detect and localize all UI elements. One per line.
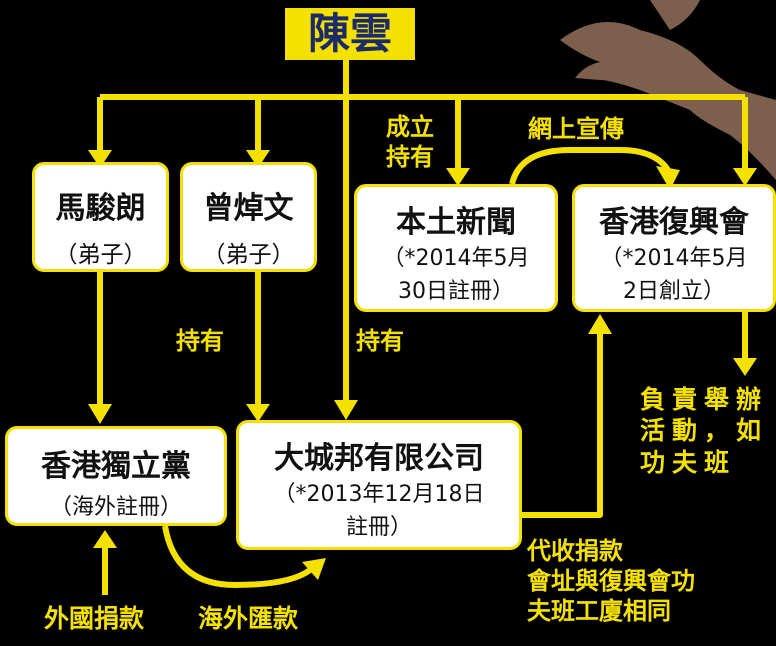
node-title: 大城邦有限公司 [274, 441, 484, 476]
node-hk-revival-association: 香港復興會 （*2014年5月 2日創立） [572, 184, 776, 312]
node-title: 曾焯文 [203, 191, 294, 226]
node-subtitle: （海外註冊） [49, 495, 182, 520]
node-city-state-company: 大城邦有限公司 （*2013年12月18日 註冊） [236, 420, 522, 550]
arrowhead-rev [733, 168, 757, 186]
node-title: 香港復興會 [599, 205, 749, 240]
label-line: 功夫班 [640, 447, 737, 477]
label-line: 夫班工廈相同 [527, 597, 671, 625]
arrowhead-city-left [246, 404, 270, 422]
node-title: 馬駿朗 [55, 191, 146, 226]
label-responsible-activities: 負責舉辦 活動，如 功夫班 [640, 384, 768, 478]
label-line: 成立 [386, 113, 434, 141]
label-collect-donations: 代收捐款 會址與復興會功 夫班工廈相同 [527, 536, 695, 626]
label-line: 會址與復興會功 [527, 567, 695, 595]
node-zeng-zhuo-wen: 曾焯文 （弟子） [180, 162, 317, 272]
arrowhead-hkip [88, 404, 112, 424]
root-node-label: 陳雲 [285, 8, 415, 60]
label-line: 代收捐款 [527, 537, 623, 565]
node-subtitle-line1: （*2014年5月 [382, 246, 530, 271]
node-title: 本土新聞 [396, 205, 516, 240]
node-subtitle: （弟子） [54, 242, 147, 268]
arrowhead-ma [88, 150, 112, 168]
label-founded-owned: 成立 持有 [386, 112, 434, 172]
node-subtitle-line2: 註冊） [345, 514, 412, 540]
label-foreign-donations: 外國捐款 [44, 604, 145, 633]
node-ma-jun-long: 馬駿朗 （弟子） [32, 162, 169, 272]
node-subtitle-line1: （*2014年5月 [600, 246, 748, 271]
label-line: 活動，如 [640, 416, 769, 446]
node-subtitle: （弟子） [202, 242, 295, 268]
arrowhead-rev-down [733, 358, 757, 376]
label-owned-mid: 持有 [356, 327, 404, 355]
city-to-rev [522, 330, 603, 518]
arrowhead-news [446, 168, 470, 186]
hkip-to-city [162, 525, 312, 588]
arrowhead-zeng [246, 150, 270, 168]
label-overseas-remittance: 海外匯款 [198, 604, 299, 633]
label-online-promotion: 網上宣傳 [528, 115, 624, 143]
label-line: 持有 [386, 143, 434, 171]
node-local-news: 本土新聞 （*2014年5月 30日註冊） [354, 184, 558, 312]
label-line: 負責舉辦 [640, 385, 769, 414]
online-arc [509, 147, 671, 185]
arrowhead-overseas [302, 558, 326, 580]
arrowhead-city-mid [334, 400, 358, 420]
node-subtitle-line1: （*2013年12月18日 [273, 482, 485, 507]
node-hk-independence-party: 香港獨立黨 （海外註冊） [5, 426, 227, 526]
arrowhead-online [656, 166, 680, 190]
arrowhead-foreign [93, 530, 117, 548]
arrowhead-rev-up [588, 314, 612, 334]
node-subtitle-line2: 2日創立） [623, 278, 725, 304]
node-subtitle-line2: 30日註冊） [398, 278, 514, 304]
label-owned-left: 持有 [176, 327, 224, 355]
node-title: 香港獨立黨 [41, 449, 191, 484]
